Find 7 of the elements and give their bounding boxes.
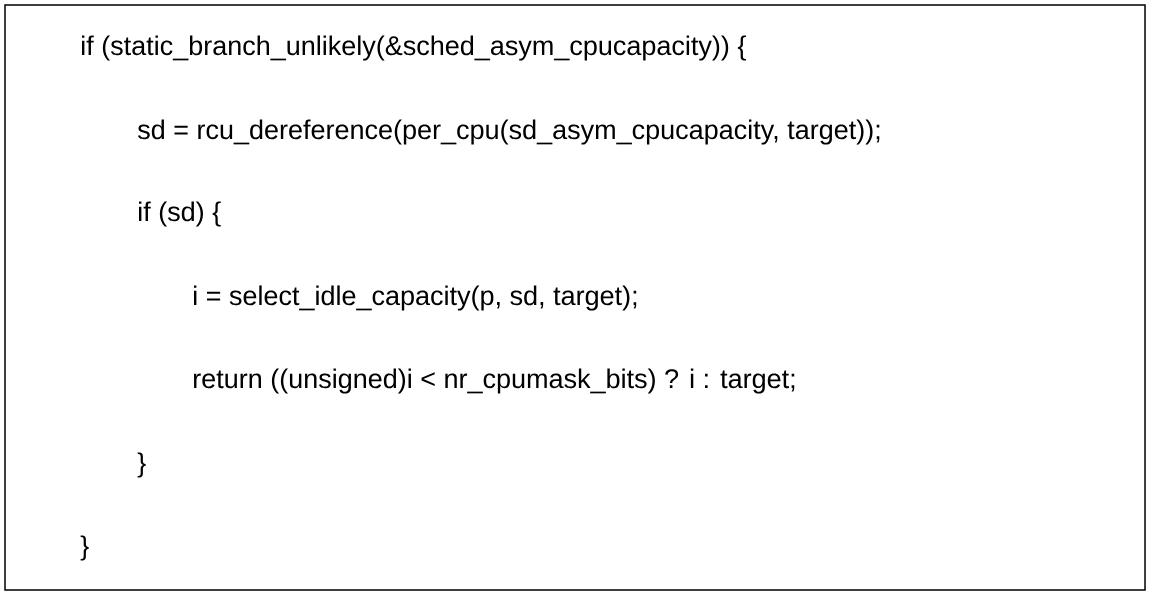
code-line: if (sd) {	[139, 201, 221, 227]
code-line: }	[80, 535, 89, 561]
code-line: }	[137, 452, 146, 478]
code-line: if (static_branch_unlikely(&sched_asym_cpucapacity)) {	[82, 35, 746, 61]
code-line: return ((unsigned)i < nr_cpumask_bits) ? i : target;	[194, 368, 795, 394]
code-line: i = select_idle_capacity(p, sd, target);	[194, 285, 637, 311]
code-line: sd = rcu_dereference(per_cpu(sd_asym_cpucapacity, target));	[137, 119, 880, 145]
